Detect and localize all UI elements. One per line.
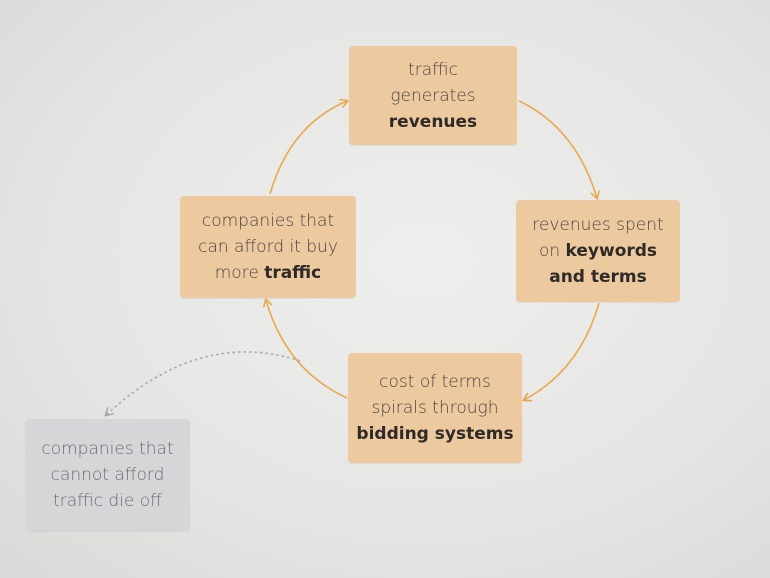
node-text-bold: traffic — [264, 263, 322, 283]
node-text-line: on keywords — [539, 238, 657, 264]
node-text-line: spirals through — [371, 398, 499, 418]
node-text-plain: on — [538, 241, 566, 261]
node-traffic-generates-revenues: traffic generates revenues — [349, 46, 517, 145]
node-companies-buy-traffic: companies that can afford it buy more tr… — [180, 196, 356, 298]
node-text-line: generates — [390, 85, 476, 106]
arrow-cost-to-companies — [263, 298, 348, 399]
node-text-line: can afford it buy — [198, 237, 338, 257]
node-text-plain: more — [214, 263, 265, 283]
node-text-line: traffic die off — [53, 491, 162, 511]
node-text-bold: keywords — [565, 241, 658, 261]
node-text-line: companies that — [201, 211, 335, 231]
node-text-bold: bidding systems — [356, 424, 514, 444]
node-text-bold: and terms — [549, 267, 647, 287]
node-text-bold: revenues — [388, 111, 478, 132]
node-cost-of-terms: cost of terms spirals through bidding sy… — [348, 353, 522, 463]
node-text-line: traffic — [408, 59, 458, 80]
node-text-line: cost of terms — [379, 372, 491, 392]
arrow-revenues-to-cost — [522, 302, 600, 402]
arrow-traffic-to-revenues — [518, 100, 600, 200]
node-companies-die-off: companies that cannot afford traffic die… — [25, 419, 190, 531]
node-text-line: cannot afford — [50, 465, 165, 485]
arrow-companies-to-traffic — [269, 98, 349, 195]
node-text-line: revenues spent — [532, 215, 664, 235]
node-text-line: companies that — [41, 439, 174, 459]
node-revenues-spent-on-keywords: revenues spent on keywords and terms — [516, 200, 680, 302]
node-text-line: more traffic — [215, 260, 321, 286]
dotted-arrow-to-die-off — [104, 351, 301, 417]
